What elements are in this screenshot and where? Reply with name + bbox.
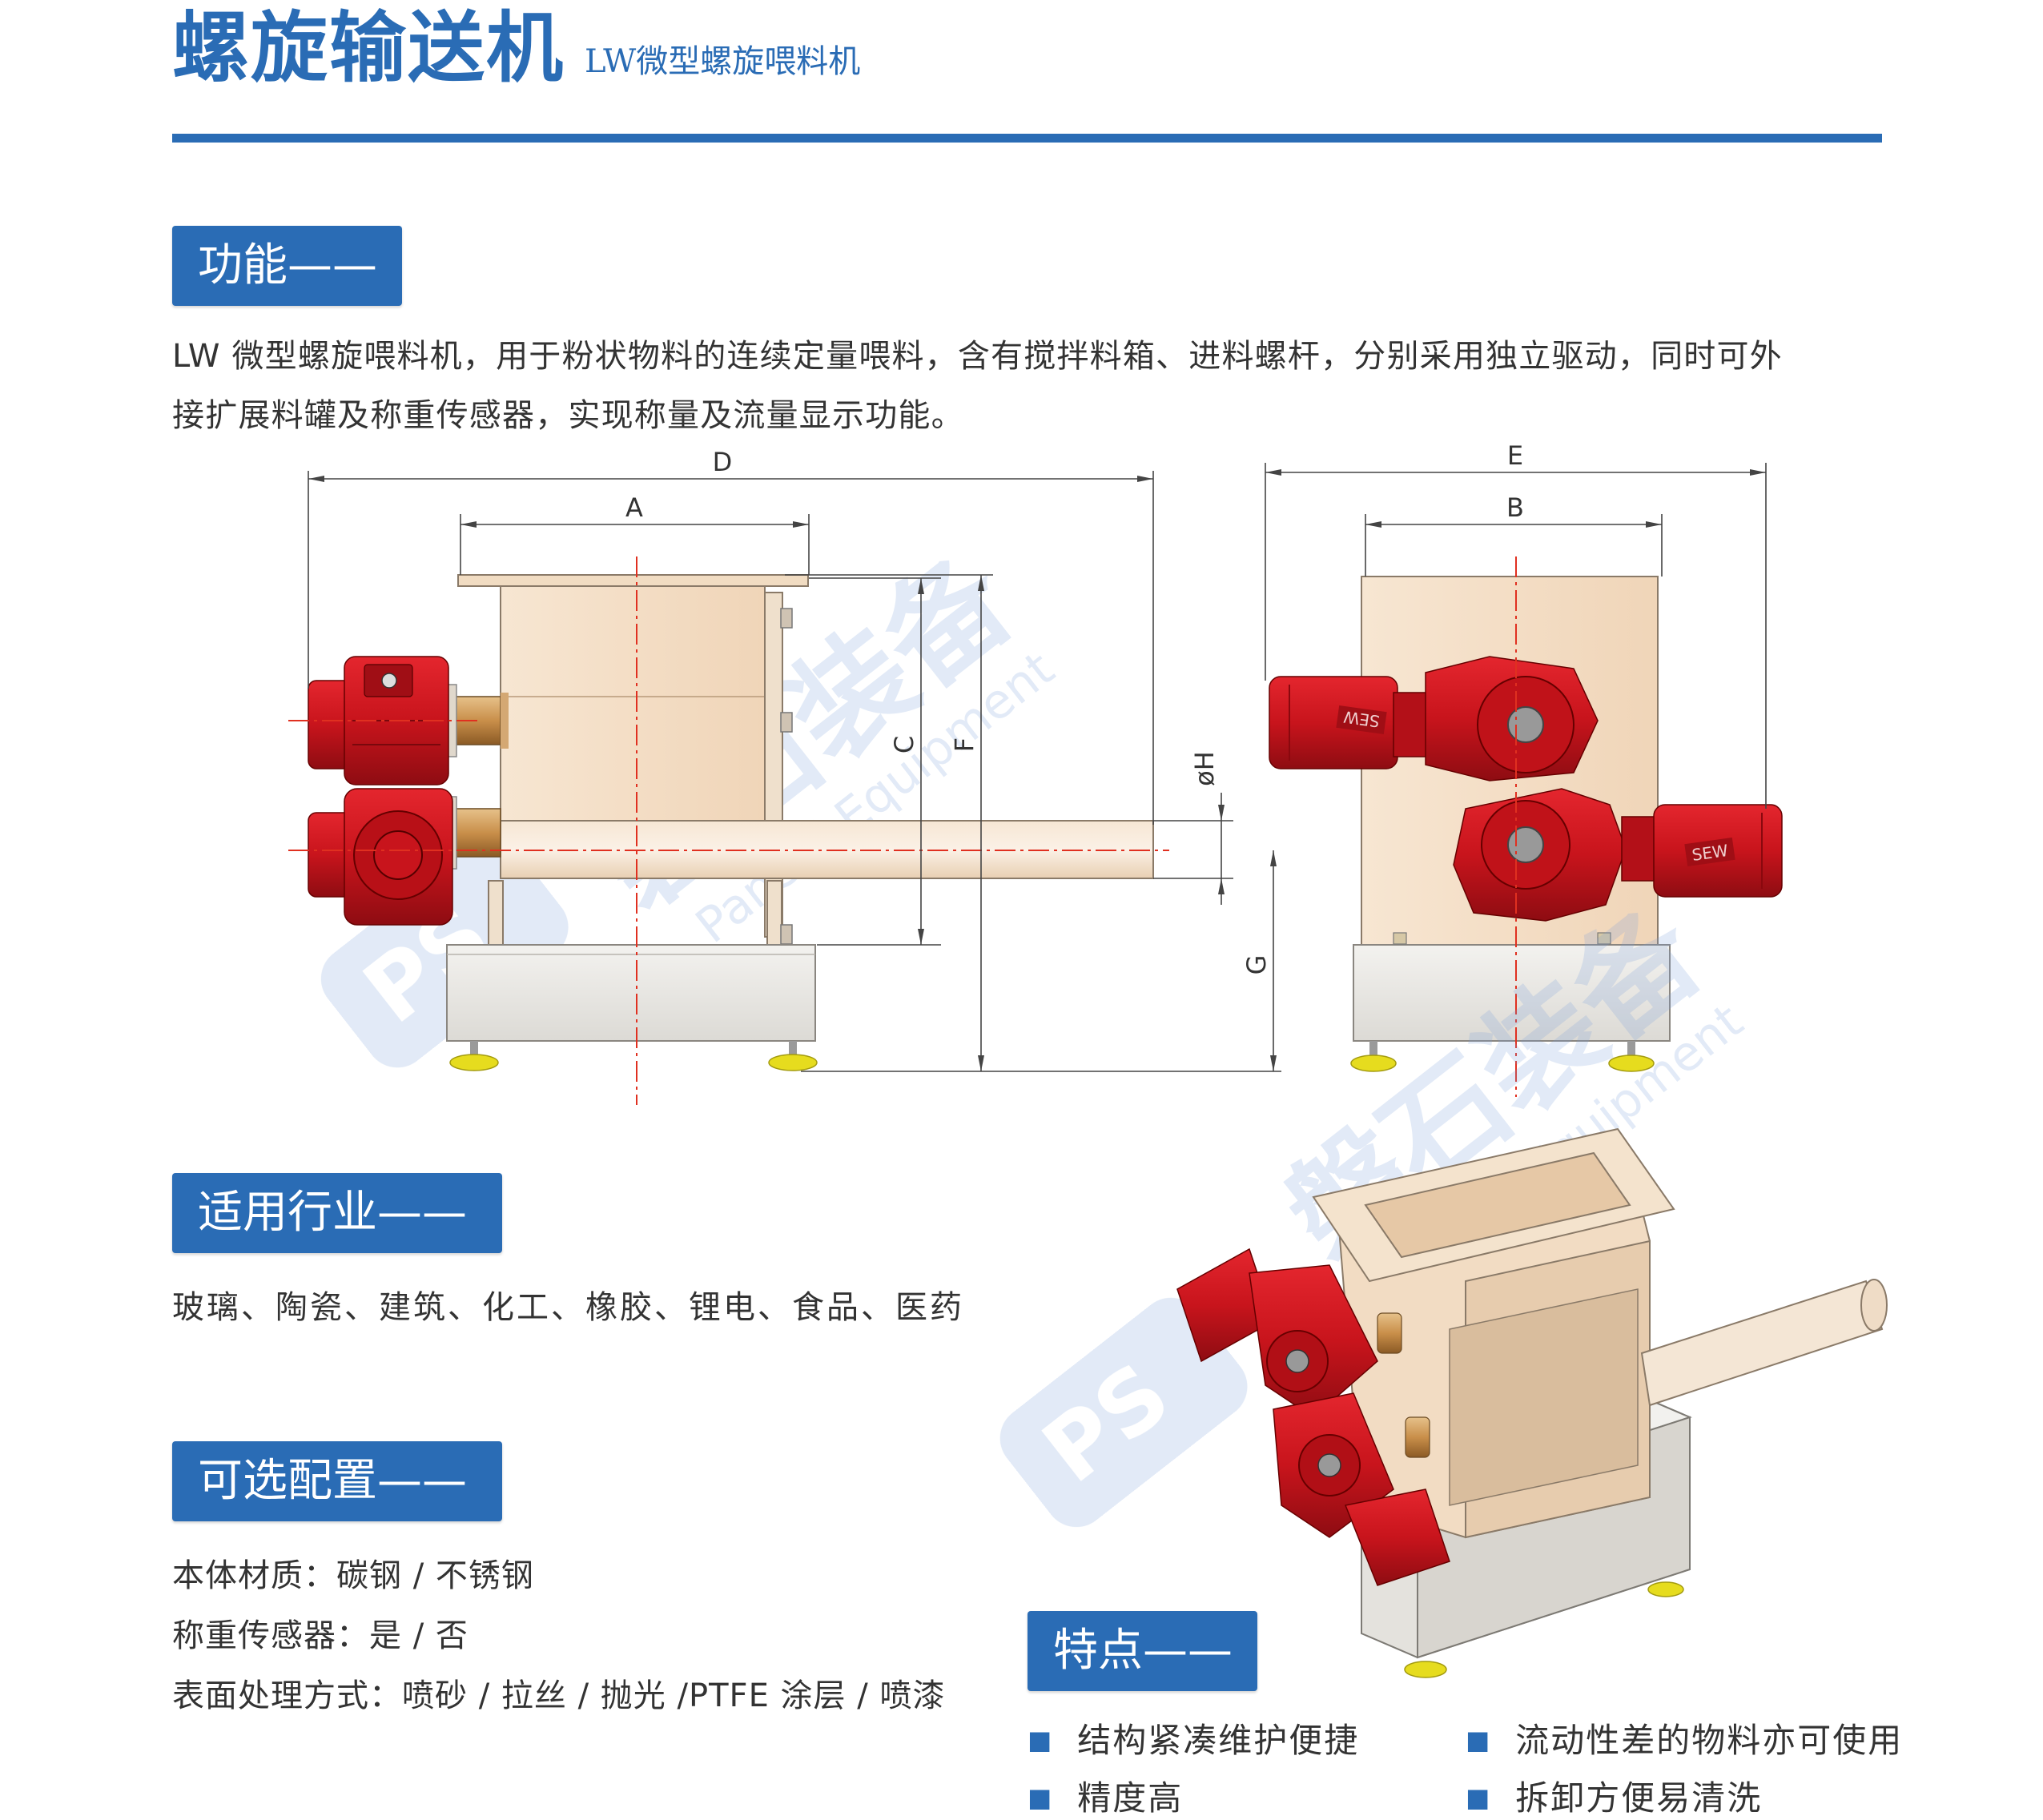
dim-label-h: øH xyxy=(1189,751,1220,786)
feature-text-1: 结构紧凑维护便捷 xyxy=(1077,1721,1360,1760)
bullet-icon: ■ xyxy=(1466,1782,1492,1813)
options-heading: 可选配置—— xyxy=(172,1441,502,1521)
page-title: 螺旋输送机 xyxy=(172,2,565,93)
dim-label-c: C xyxy=(889,736,919,753)
iso-motor-upper xyxy=(1176,1247,1378,1418)
dim-label-a: A xyxy=(625,492,643,523)
front-view xyxy=(288,556,1169,1105)
iso-motor-lower xyxy=(1273,1392,1450,1586)
function-text-line-1: LW 微型螺旋喂料机，用于粉状物料的连续定量喂料，含有搅拌料箱、进料螺杆，分别采… xyxy=(172,338,1783,375)
dim-label-f: F xyxy=(949,737,979,752)
isometric-view xyxy=(1176,1127,1888,1678)
function-text-line-2: 接扩展料罐及称重传感器，实现称量及流量显示功能。 xyxy=(172,397,964,434)
industries-text: 玻璃、陶瓷、建筑、化工、橡胶、锂电、食品、医药 xyxy=(172,1289,964,1326)
front-motor-lower xyxy=(308,788,453,926)
page-subtitle: LW微型螺旋喂料机 xyxy=(585,43,861,80)
dim-label-d: D xyxy=(713,447,733,477)
side-view: SEW SEW xyxy=(1269,556,1783,1097)
feature-item-4: ■ 拆卸方便易清洗 xyxy=(1466,1771,1762,1820)
options-item-1: 本体材质：碳钢 / 不锈钢 xyxy=(172,1557,534,1594)
title-divider xyxy=(172,134,1882,143)
feature-text-4: 拆卸方便易清洗 xyxy=(1515,1778,1763,1818)
side-motor-upper: SEW xyxy=(1269,656,1599,781)
bullet-icon: ■ xyxy=(1028,1725,1054,1755)
features-heading: 特点—— xyxy=(1028,1611,1257,1691)
feature-item-2: ■ 流动性差的物料亦可使用 xyxy=(1466,1714,1903,1762)
options-item-2: 称重传感器：是 / 否 xyxy=(172,1617,469,1654)
front-dimensions xyxy=(308,471,1281,1072)
feature-item-1: ■ 结构紧凑维护便捷 xyxy=(1028,1714,1359,1762)
side-motor-lower: SEW xyxy=(1453,788,1783,922)
bullet-icon: ■ xyxy=(1466,1725,1492,1755)
function-heading: 功能—— xyxy=(172,226,402,306)
feature-item-3: ■ 精度高 xyxy=(1028,1771,1183,1820)
side-dimensions xyxy=(1265,463,1767,809)
bullet-icon: ■ xyxy=(1028,1782,1054,1813)
dim-label-e: E xyxy=(1507,440,1523,471)
industries-heading: 适用行业—— xyxy=(172,1173,502,1253)
options-item-3: 表面处理方式：喷砂 / 拉丝 / 抛光 /PTFE 涂层 / 喷漆 xyxy=(172,1677,946,1714)
feature-text-2: 流动性差的物料亦可使用 xyxy=(1515,1721,1904,1760)
dim-label-g: G xyxy=(1241,955,1272,975)
dim-label-b: B xyxy=(1506,492,1524,523)
feature-text-3: 精度高 xyxy=(1077,1778,1184,1818)
